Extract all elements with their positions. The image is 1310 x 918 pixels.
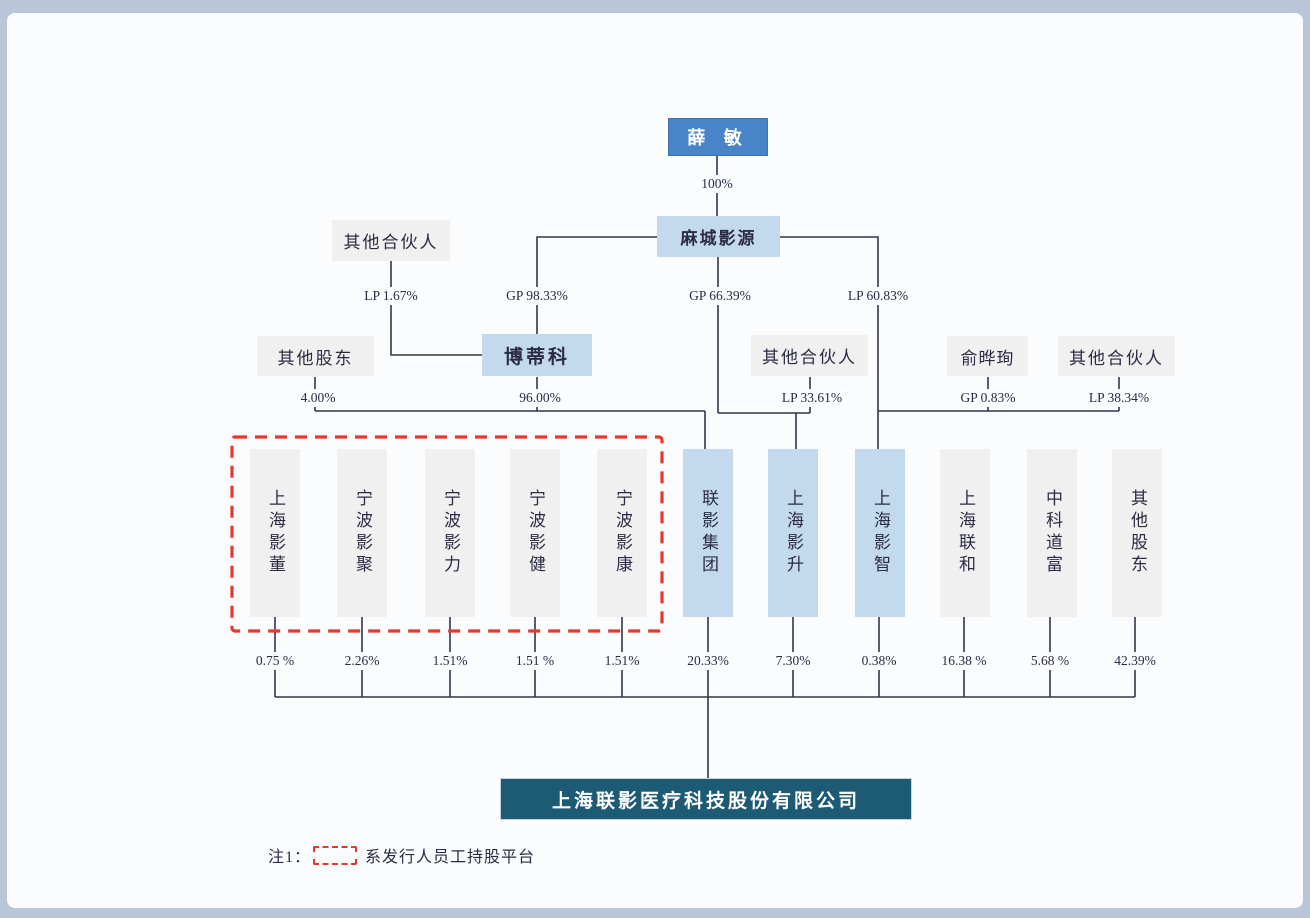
- edge-label-gp-0-83: GP 0.83%: [948, 389, 1028, 407]
- edge-label-4-00: 4.00%: [283, 389, 353, 407]
- shareholder-box-shanghai-yingzhi: 上海影智: [855, 449, 905, 617]
- footnote-text: 系发行人员工持股平台: [365, 849, 536, 866]
- node-yu-yexun: 俞晔珣: [947, 336, 1028, 376]
- percent-shanghai-yingzhi: 0.38%: [839, 652, 919, 670]
- diagram-card-background: [7, 13, 1303, 908]
- percent-zhongke-daofu: 5.68 %: [1010, 652, 1090, 670]
- footnote: 注1： 系发行人员工持股平台: [268, 843, 535, 867]
- node-xue-min: 薛 敏: [668, 118, 768, 156]
- percent-ningbo-yingjian: 1.51 %: [495, 652, 575, 670]
- shareholder-box-ningbo-yingkang: 宁波影康: [597, 449, 647, 617]
- footnote-prefix: 注1：: [268, 849, 312, 866]
- shareholder-box-ningbo-yingli: 宁波影力: [425, 449, 475, 617]
- edge-label-lp-33-61: LP 33.61%: [769, 389, 855, 407]
- node-other-partners-right: 其他合伙人: [1058, 336, 1175, 376]
- edge-label-lp-38-34: LP 38.34%: [1076, 389, 1162, 407]
- edge-label-96-00: 96.00%: [505, 389, 575, 407]
- percent-shanghai-yingsheng: 7.30%: [753, 652, 833, 670]
- shareholder-box-zhongke-daofu: 中科道富: [1027, 449, 1077, 617]
- esop-legend-dashed-icon: [313, 845, 358, 865]
- edge-label-lp-1-67: LP 1.67%: [351, 287, 431, 305]
- shareholder-box-shanghai-yingdong: 上海影董: [250, 449, 300, 617]
- shareholder-box-shanghai-yingsheng: 上海影升: [768, 449, 818, 617]
- edge-label-gp-98-33: GP 98.33%: [492, 287, 582, 305]
- esop-dashed-frame: [230, 435, 664, 633]
- percent-ningbo-yingju: 2.26%: [322, 652, 402, 670]
- edge-label-100pct: 100%: [687, 175, 747, 193]
- shareholder-box-lianying-jituan: 联影集团: [683, 449, 733, 617]
- edge-label-gp-66-39: GP 66.39%: [675, 287, 765, 305]
- percent-ningbo-yingli: 1.51%: [410, 652, 490, 670]
- percent-shanghai-yingdong: 0.75 %: [235, 652, 315, 670]
- edge-label-lp-60-83: LP 60.83%: [833, 287, 923, 305]
- percent-lianying-jituan: 20.33%: [668, 652, 748, 670]
- shareholder-box-other-shareholders: 其他股东: [1112, 449, 1162, 617]
- percent-shanghai-lianhe: 16.38 %: [924, 652, 1004, 670]
- node-root-company: 上海联影医疗科技股份有限公司: [500, 778, 912, 820]
- percent-other-shareholders: 42.39%: [1095, 652, 1175, 670]
- node-other-partners-left: 其他合伙人: [332, 220, 450, 261]
- shareholder-box-ningbo-yingju: 宁波影聚: [337, 449, 387, 617]
- percent-ningbo-yingkang: 1.51%: [582, 652, 662, 670]
- node-other-partners-mid: 其他合伙人: [751, 335, 868, 376]
- shareholder-box-shanghai-lianhe: 上海联和: [940, 449, 990, 617]
- node-other-shareholders-left: 其他股东: [257, 336, 374, 376]
- node-macheng-yingyuan: 麻城影源: [657, 216, 780, 257]
- shareholder-box-ningbo-yingjian: 宁波影健: [510, 449, 560, 617]
- node-bodike: 博蒂科: [482, 334, 592, 376]
